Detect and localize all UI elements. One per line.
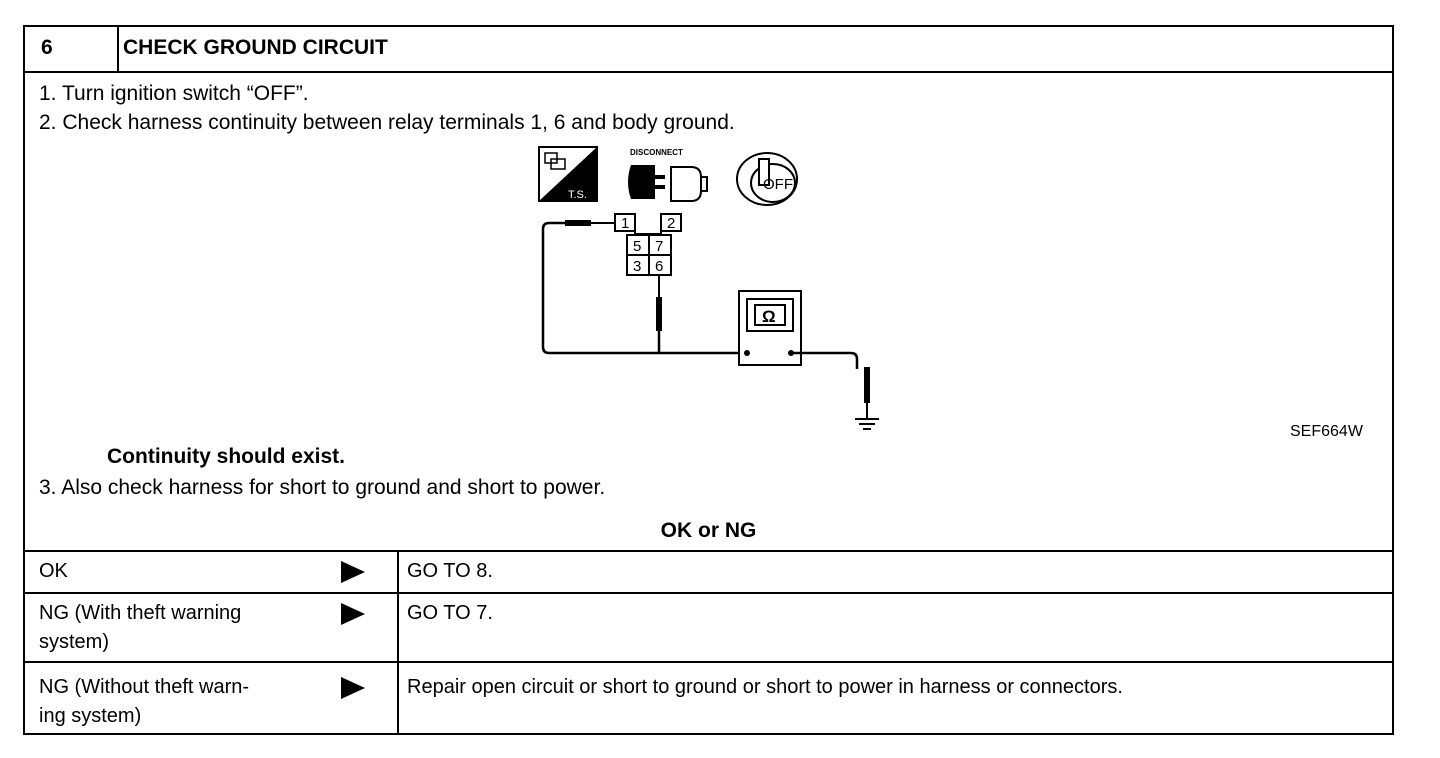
step-3-text: 3. Also check harness for short to groun… [39,476,606,499]
step-title: CHECK GROUND CIRCUIT [123,36,388,59]
terminal-1: 1 [621,215,629,232]
ts-label: T.S. [568,189,587,201]
ohmmeter: Ω [738,290,802,366]
ground-symbol-icon [855,418,879,430]
ground-lead [791,351,870,419]
ignition-key-off-icon: OFF [736,152,798,206]
condition-line: NG (With theft warning [39,602,242,624]
condition-ok: OK [39,560,68,582]
action-ng-without-theft: Repair open circuit or short to ground o… [407,676,1123,698]
terminal-5: 5 [633,238,641,255]
row-divider [25,550,1392,552]
disconnect-connector-icon: DISCONNECT [628,148,708,202]
row-divider [25,661,1392,663]
terminal-2: 2 [667,215,675,232]
probe-lead-terminal-6 [656,275,662,353]
row-divider [25,592,1392,594]
arrow-icon [341,677,365,699]
condition-ng-without-theft: NG (Without theft warn- ing system) [39,673,249,731]
step-number: 6 [25,27,119,71]
condition-line: NG (Without theft warn- [39,676,250,698]
column-divider [397,550,399,735]
terminal-6: 6 [655,258,663,275]
key-off-label: OFF [763,176,793,193]
probe-lead-terminal-1 [541,220,745,355]
arrow-icon [341,603,365,625]
ok-or-ng-header: OK or NG [660,519,757,542]
disconnect-label: DISCONNECT [630,148,683,157]
figure-code: SEF664W [1290,423,1363,440]
step-2-text: 2. Check harness continuity between rela… [39,111,735,134]
continuity-note: Continuity should exist. [107,445,346,468]
inspection-table: 6 CHECK GROUND CIRCUIT 1. Turn ignition … [23,25,1394,735]
step-1-text: 1. Turn ignition switch “OFF”. [39,82,309,105]
wiring-diagram: T.S. DISCONNECT OFF 1 2 5 [538,146,879,430]
condition-ng-with-theft: NG (With theft warning system) [39,599,241,657]
step-header: 6 CHECK GROUND CIRCUIT [25,27,1392,73]
ohm-symbol: Ω [762,307,776,326]
condition-line: system) [39,631,109,653]
action-ng-with-theft: GO TO 7. [407,602,493,624]
action-ok: GO TO 8. [407,560,493,582]
terminal-3: 3 [633,258,641,275]
terminal-7: 7 [655,238,663,255]
condition-line: ing system) [39,705,142,727]
arrow-icon [341,561,365,583]
tester-ts-icon: T.S. [538,146,598,202]
relay-connector: 1 2 5 7 3 6 [614,213,682,276]
